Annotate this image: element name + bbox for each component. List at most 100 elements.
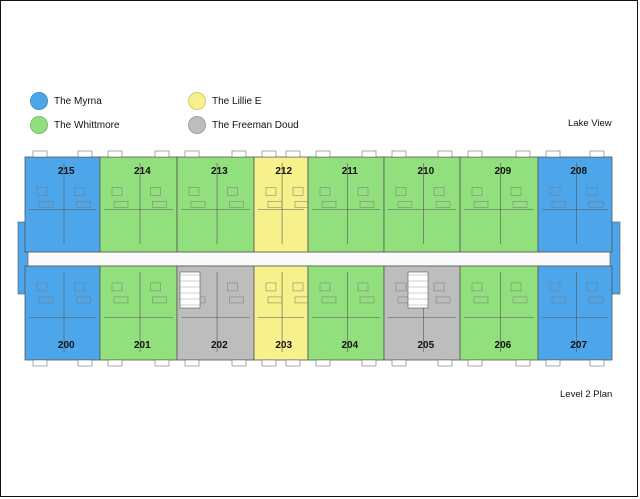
balcony <box>154 150 170 158</box>
furniture <box>397 201 413 208</box>
furniture <box>549 282 561 292</box>
balcony <box>231 150 247 158</box>
furniture <box>473 296 489 304</box>
furniture <box>321 296 337 304</box>
lake-view-label: Lake View <box>568 118 612 129</box>
unit-number-210: 210 <box>417 166 434 177</box>
furniture <box>76 201 91 208</box>
balcony <box>315 359 331 367</box>
unit-214 <box>99 156 178 253</box>
furniture <box>433 282 445 292</box>
furniture <box>111 282 123 292</box>
balcony <box>261 150 277 158</box>
balcony <box>184 359 200 367</box>
legend-label-whittmore: The Whittmore <box>54 119 120 131</box>
furniture <box>510 187 522 196</box>
furniture <box>74 187 85 196</box>
balcony <box>589 359 605 367</box>
legend-swatch-freeman-doud <box>188 116 206 134</box>
unit-number-204: 204 <box>341 340 358 351</box>
furniture <box>38 201 54 208</box>
furniture <box>551 296 567 304</box>
furniture <box>229 201 244 208</box>
furniture <box>471 282 483 292</box>
balcony <box>32 359 48 367</box>
balcony <box>361 150 377 158</box>
unit-203 <box>253 265 309 361</box>
unit-number-214: 214 <box>134 166 151 177</box>
furniture <box>152 296 167 304</box>
legend-item-freeman-doud: The Freeman Doud <box>188 116 299 134</box>
unit-204 <box>307 265 385 361</box>
furniture <box>111 187 123 196</box>
furniture <box>471 187 483 196</box>
balcony <box>515 359 531 367</box>
balcony <box>545 359 561 367</box>
balcony <box>261 359 277 367</box>
balcony <box>77 359 93 367</box>
unit-number-203: 203 <box>275 340 292 351</box>
furniture <box>319 187 331 196</box>
legend-label-myrna: The Myrna <box>54 95 102 107</box>
furniture <box>588 201 604 208</box>
furniture <box>435 296 451 304</box>
furniture <box>36 187 48 196</box>
legend-swatch-lillie-e <box>188 92 206 110</box>
legend-swatch-myrna <box>30 92 48 110</box>
legend-label-freeman-doud: The Freeman Doud <box>212 119 299 131</box>
furniture <box>473 201 489 208</box>
furniture <box>359 296 375 304</box>
balcony <box>437 359 453 367</box>
furniture <box>150 282 161 292</box>
unit-206 <box>459 265 539 361</box>
unit-number-208: 208 <box>570 166 587 177</box>
unit-number-212: 212 <box>275 166 292 177</box>
stair-core <box>179 271 201 309</box>
unit-number-202: 202 <box>211 340 228 351</box>
unit-number-201: 201 <box>134 340 151 351</box>
furniture <box>74 282 85 292</box>
unit-number-213: 213 <box>211 166 228 177</box>
furniture <box>435 201 451 208</box>
furniture <box>227 187 238 196</box>
balcony <box>589 150 605 158</box>
legend-label-lillie-e: The Lillie E <box>212 95 262 107</box>
furniture <box>357 282 369 292</box>
furniture <box>512 296 528 304</box>
balcony <box>315 150 331 158</box>
unit-number-211: 211 <box>342 166 359 177</box>
unit-number-205: 205 <box>417 340 434 351</box>
furniture <box>76 296 91 304</box>
furniture <box>551 201 567 208</box>
furniture <box>227 282 238 292</box>
unit-211 <box>307 156 385 253</box>
unit-201 <box>99 265 178 361</box>
furniture <box>292 187 304 196</box>
furniture <box>321 201 337 208</box>
unit-number-209: 209 <box>495 166 512 177</box>
furniture <box>152 201 167 208</box>
legend: The Myrna The Whittmore The Lillie E The… <box>30 92 330 134</box>
furniture <box>319 282 331 292</box>
furniture <box>359 201 375 208</box>
balcony <box>184 150 200 158</box>
balcony <box>545 150 561 158</box>
legend-item-lillie-e: The Lillie E <box>188 92 261 110</box>
balcony <box>154 359 170 367</box>
level-plan-label: Level 2 Plan <box>560 389 613 400</box>
furniture <box>190 201 206 208</box>
balcony <box>32 150 48 158</box>
furniture <box>395 282 407 292</box>
furniture <box>38 296 54 304</box>
west-wing-bump <box>17 221 29 295</box>
balcony <box>107 359 123 367</box>
furniture <box>229 296 244 304</box>
furniture <box>586 282 598 292</box>
furniture <box>586 187 598 196</box>
furniture <box>549 187 561 196</box>
balcony <box>231 359 247 367</box>
furniture <box>265 282 277 292</box>
balcony <box>107 150 123 158</box>
furniture <box>510 282 522 292</box>
